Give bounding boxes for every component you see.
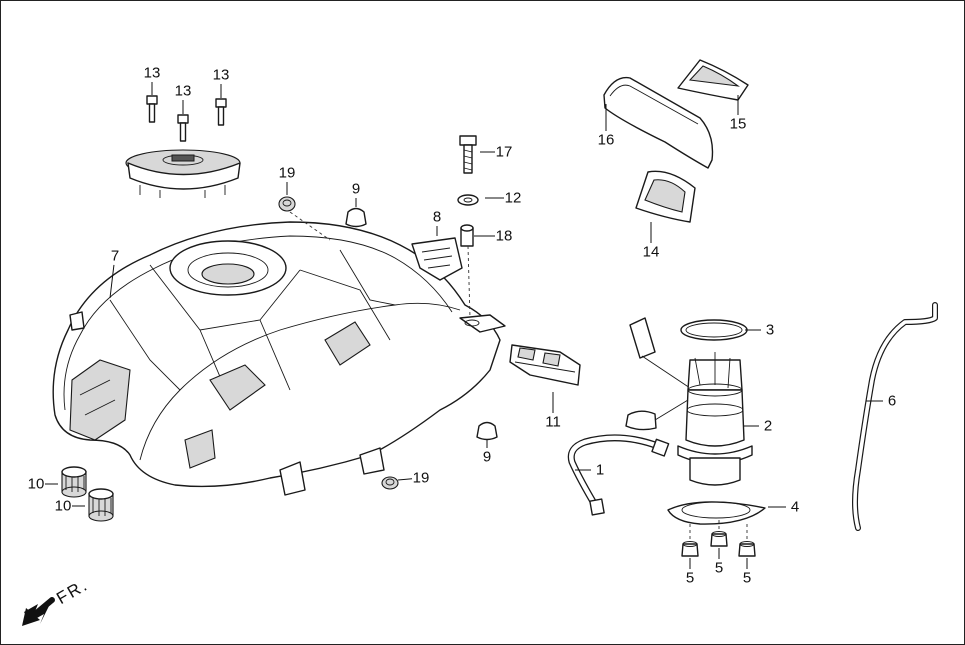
callout-number-c12: 12 <box>504 189 522 207</box>
cover-16 <box>603 76 714 169</box>
nut-5-right <box>738 541 756 557</box>
callout-number-c3: 3 <box>765 321 775 339</box>
bolt-17 <box>459 135 477 174</box>
grommet-19-upper <box>278 196 296 212</box>
callout-number-c19b: 19 <box>412 469 430 487</box>
callout-number-c5c: 5 <box>742 569 752 587</box>
callout-number-c19a: 19 <box>278 164 296 182</box>
callout-number-c17: 17 <box>495 143 513 161</box>
callout-number-c10a: 10 <box>27 475 45 493</box>
cover-15 <box>677 59 749 101</box>
callout-number-c13c: 13 <box>212 66 230 84</box>
callout-number-c7: 7 <box>110 247 120 265</box>
callout-leader-lines <box>45 82 883 569</box>
callout-number-c11: 11 <box>545 413 561 431</box>
leader-line-c19b <box>397 478 413 481</box>
bolt-13-middle <box>177 114 189 142</box>
fuel-tank <box>52 221 506 496</box>
callout-number-c8: 8 <box>432 208 442 226</box>
front-direction-arrow <box>22 597 55 626</box>
grommet-19-upper-guide <box>289 211 331 241</box>
roller-10-lower <box>88 488 114 522</box>
fuel-cap-flange <box>125 149 241 198</box>
callout-number-c2: 2 <box>763 417 773 435</box>
roller-10-upper <box>61 466 87 498</box>
grommet-19-lower <box>381 476 399 490</box>
callout-number-c13a: 13 <box>143 64 161 82</box>
leader-line-c7 <box>109 264 115 299</box>
nut-5-left <box>681 541 699 557</box>
washer-12 <box>457 194 479 206</box>
retainer-plate-4 <box>667 501 766 525</box>
fuel-hose-1 <box>567 434 670 516</box>
cover-14 <box>635 170 696 223</box>
callout-number-c18: 18 <box>495 227 513 245</box>
retainer-plate-guide <box>689 520 748 540</box>
breather-hose-6 <box>852 302 938 531</box>
bolt-13-left <box>146 95 158 123</box>
callout-number-c15: 15 <box>729 115 747 133</box>
cushion-9-upper <box>345 207 367 228</box>
callout-number-c9b: 9 <box>482 448 492 466</box>
cushion-9-lower <box>476 421 498 441</box>
callout-number-c6: 6 <box>887 392 897 410</box>
callout-number-c4: 4 <box>790 498 800 516</box>
callout-number-c13b: 13 <box>174 82 192 100</box>
callout-number-c5a: 5 <box>685 569 695 587</box>
bracket-11 <box>509 344 581 386</box>
nut-5-middle <box>710 531 728 547</box>
collar-18 <box>460 224 474 247</box>
plate-8 <box>411 237 463 281</box>
callout-number-c1: 1 <box>595 461 605 479</box>
bolt-13-right <box>215 98 227 126</box>
callout-number-c14: 14 <box>642 243 660 261</box>
bolt-17-guide <box>467 245 471 319</box>
callout-number-c10b: 10 <box>54 497 72 515</box>
callout-number-c5b: 5 <box>714 559 724 577</box>
fuel-pump-2 <box>625 317 753 486</box>
callout-number-c9a: 9 <box>351 180 361 198</box>
o-ring-3 <box>680 319 748 341</box>
callout-number-c16: 16 <box>597 131 615 149</box>
